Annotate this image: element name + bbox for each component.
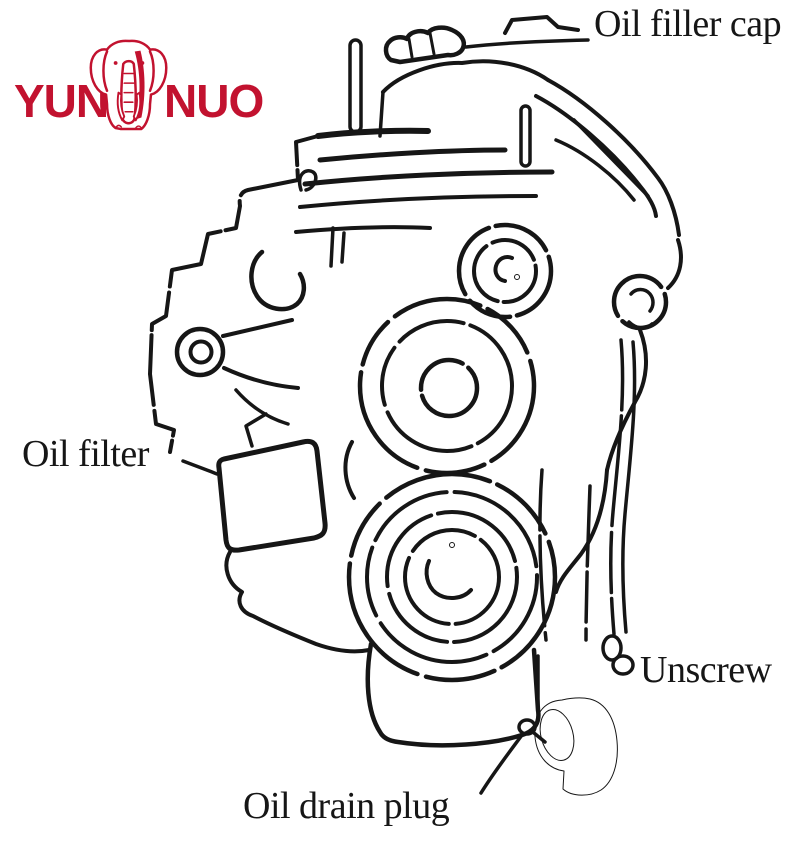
dipstick: [348, 38, 363, 134]
unscrew-label: Unscrew: [640, 649, 772, 691]
elephant-icon: [89, 39, 168, 131]
oil-filter: [181, 412, 328, 553]
unscrew-arrow: [534, 697, 618, 796]
idler-pulley: [174, 318, 300, 426]
engine-top-cover: [294, 59, 681, 237]
oil-drain-plug: [479, 718, 547, 795]
engine-left-outline: [148, 134, 371, 654]
brand-text-nuo: NUO: [164, 75, 264, 127]
oil-pan: [365, 641, 541, 748]
upper-pulley: [456, 222, 554, 320]
oil-filter-label: Oil filter: [22, 433, 149, 475]
crankshaft-pulley: [346, 471, 558, 683]
right-fitting: [611, 273, 669, 331]
brand-text-yun: YUN: [14, 75, 109, 127]
right-side-hoses: [538, 238, 683, 676]
oil-filler-cap-label: Oil filler cap: [594, 3, 782, 45]
oil-drain-plug-label: Oil drain plug: [243, 785, 450, 827]
middle-pulley: [343, 296, 537, 500]
oil-filler-cap: [383, 15, 590, 65]
